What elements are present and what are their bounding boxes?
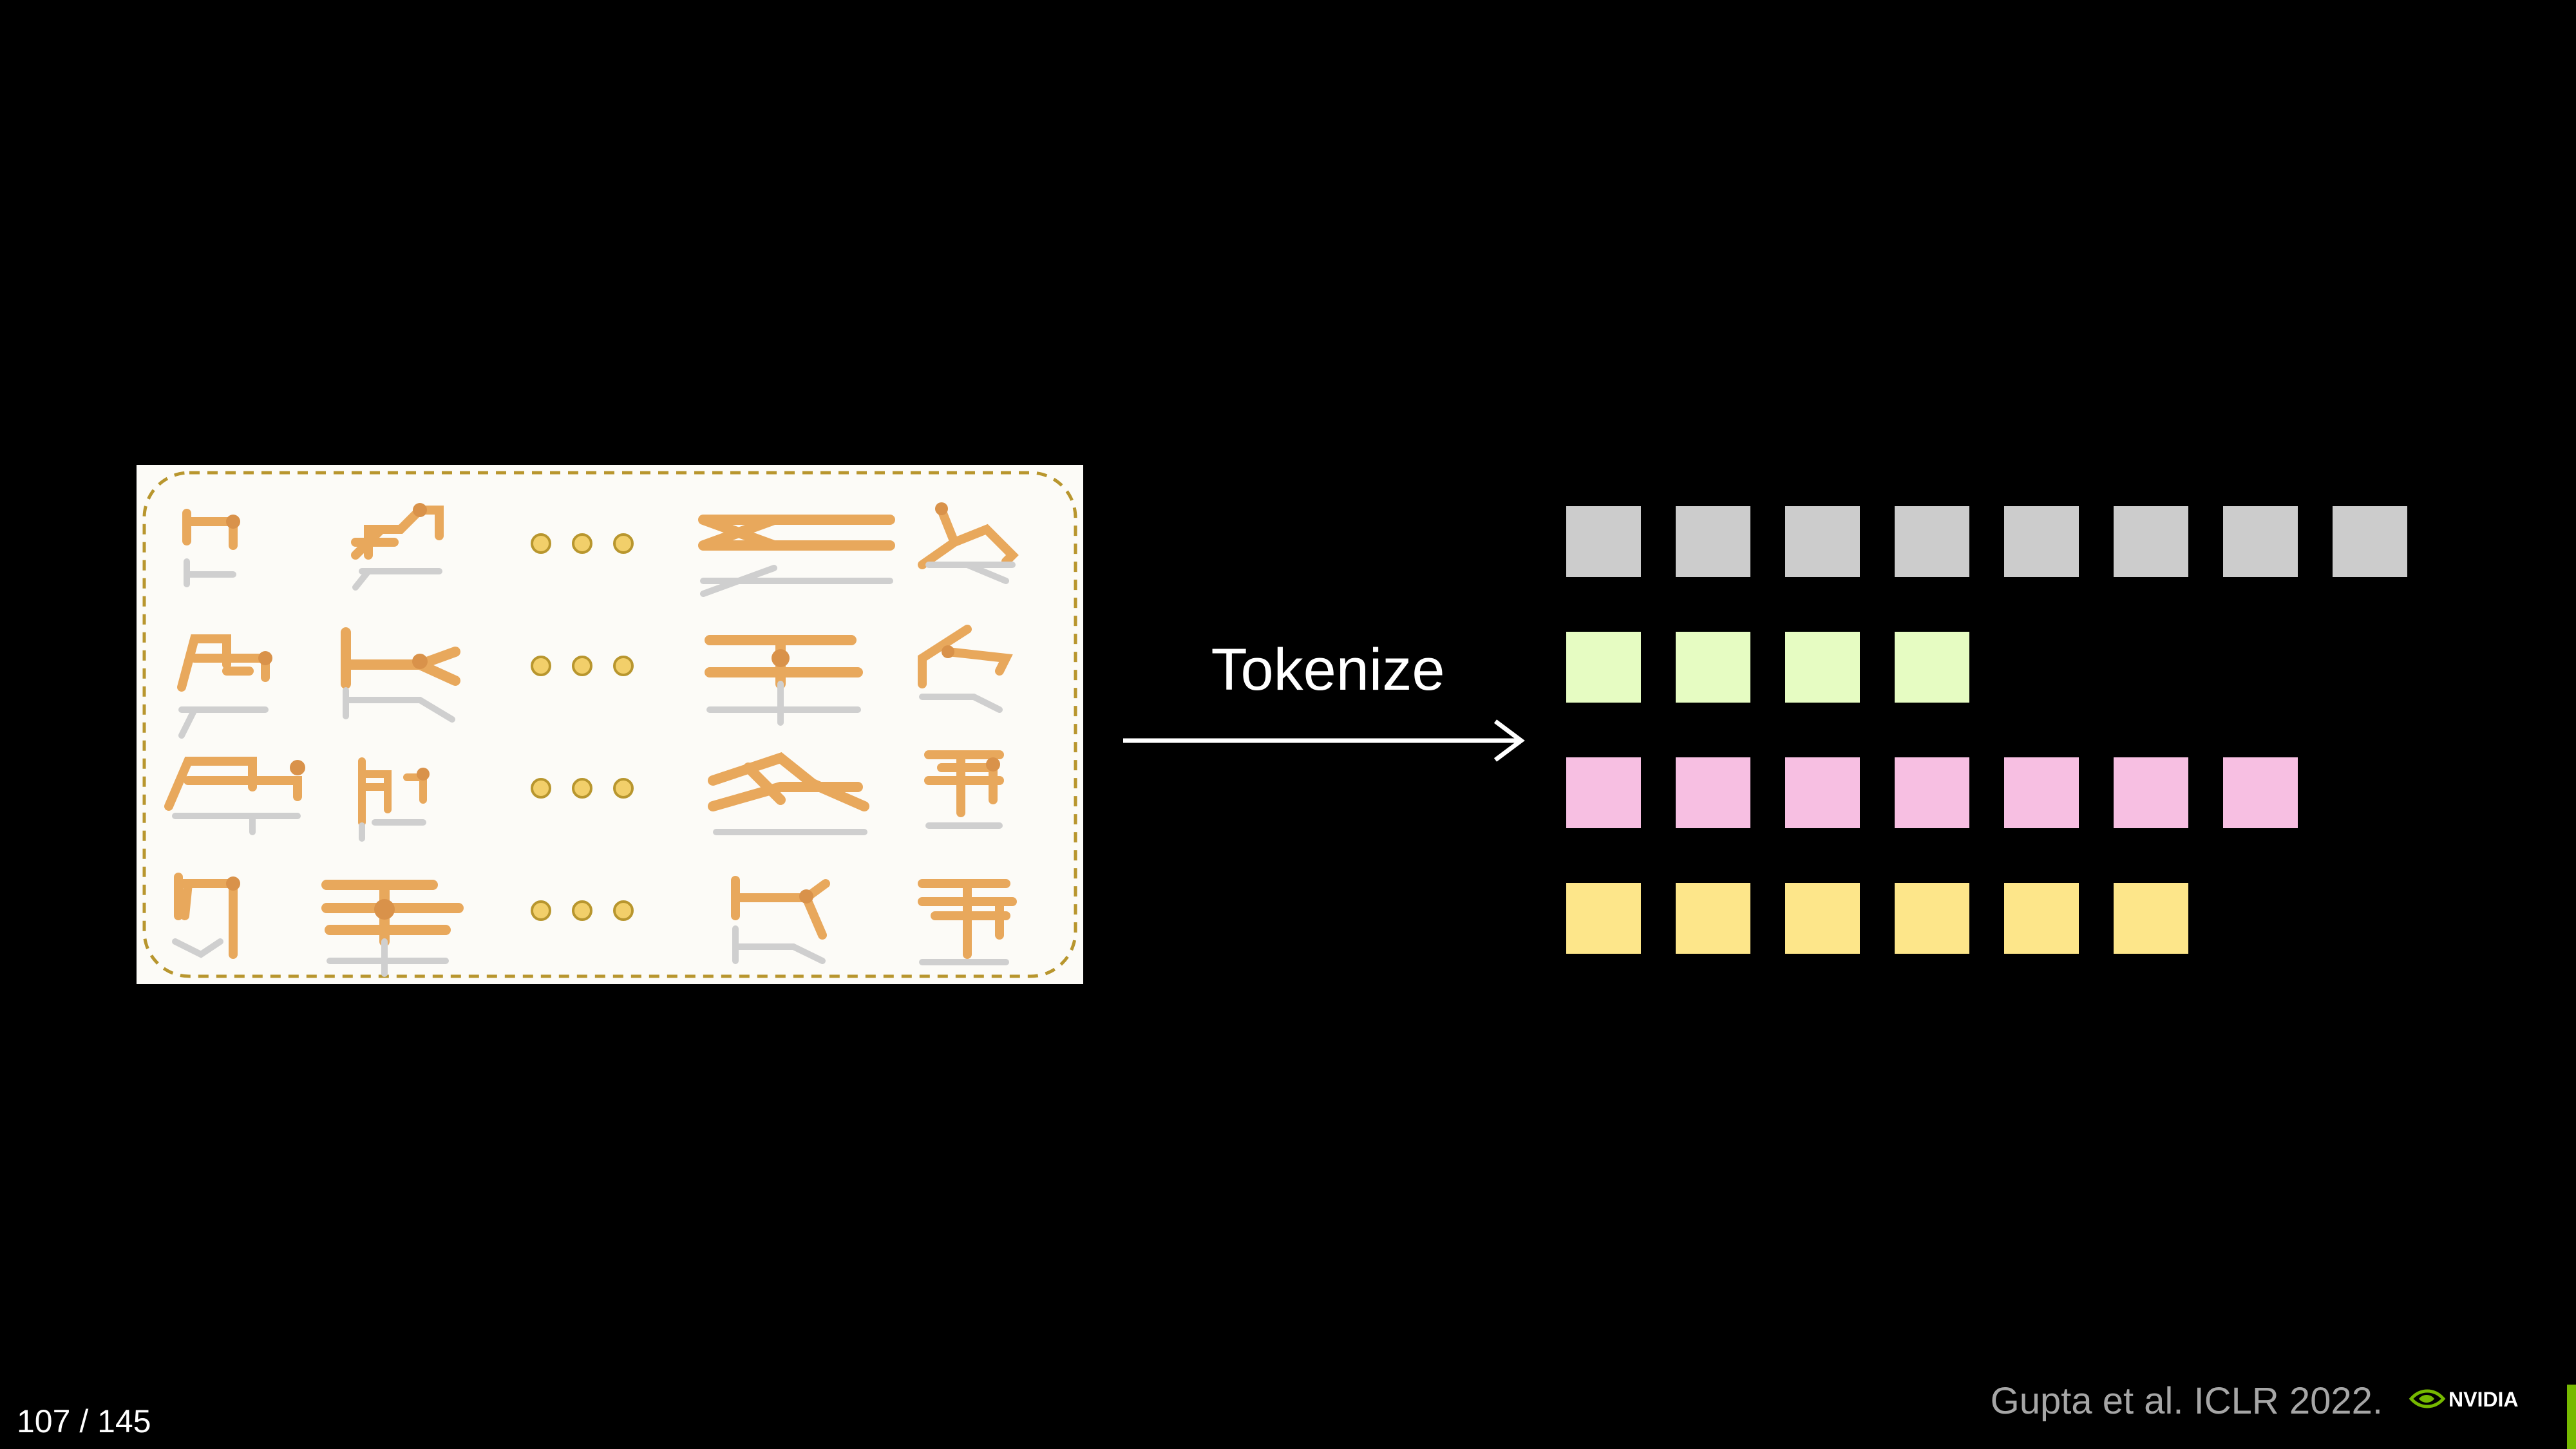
token: [2114, 883, 2188, 954]
token: [2114, 757, 2188, 828]
token: [1785, 632, 1860, 703]
token: [1676, 883, 1750, 954]
token: [2223, 757, 2298, 828]
token: [1785, 757, 1860, 828]
token: [2114, 506, 2188, 577]
robot-r1-c4: [698, 515, 895, 597]
robot-r3-c5: [924, 750, 1004, 829]
svg-text:NVIDIA: NVIDIA: [2448, 1388, 2518, 1411]
robot-r3-c4: [708, 752, 869, 835]
token-row-4: [1566, 883, 2223, 954]
token: [1676, 632, 1750, 703]
right-arrow-icon: [1123, 719, 1525, 762]
robot-r2-c4: [705, 635, 863, 726]
robot-r3-c1: [164, 757, 305, 835]
token: [1785, 506, 1860, 577]
token-row-1: [1566, 506, 2442, 577]
token: [1676, 506, 1750, 577]
robot-r2-c5: [918, 625, 1013, 713]
token: [1566, 883, 1641, 954]
robot-r1-c2: [351, 503, 444, 591]
token: [2004, 757, 2079, 828]
robot-r4-c5: [918, 879, 1017, 965]
token: [1895, 632, 1969, 703]
robot-r3-ellipsis: [531, 778, 634, 799]
token: [2004, 883, 2079, 954]
robot-r2-c2: [341, 627, 460, 723]
token-grid: [1566, 506, 2416, 957]
page-number: 107 / 145: [17, 1403, 151, 1439]
token: [1895, 506, 1969, 577]
token: [1566, 632, 1641, 703]
robot-r4-c2: [321, 880, 464, 977]
robot-r1-ellipsis: [531, 533, 634, 554]
token: [1895, 883, 1969, 954]
robot-r4-c4: [731, 876, 830, 964]
robot-morphology-grid: [142, 471, 1077, 978]
token: [2333, 506, 2407, 577]
robot-r4-ellipsis: [531, 900, 634, 921]
token: [1566, 506, 1641, 577]
token: [2223, 506, 2298, 577]
robot-morphology-figure: [137, 465, 1083, 984]
robot-r4-c1: [172, 873, 240, 959]
token-row-2: [1566, 632, 2004, 703]
nvidia-eye-icon: [2409, 1389, 2446, 1408]
token: [1785, 883, 1860, 954]
robot-r2-c1: [177, 634, 272, 739]
accent-bar: [2567, 1385, 2576, 1449]
token: [1895, 757, 1969, 828]
citation: Gupta et al. ICLR 2022.: [1990, 1380, 2383, 1422]
robot-r1-c1: [182, 509, 240, 587]
nvidia-logo: NVIDIA: [2409, 1388, 2518, 1411]
robot-r2-ellipsis: [531, 656, 634, 676]
token: [1566, 757, 1641, 828]
token-row-3: [1566, 757, 2333, 828]
robot-r1-c5: [918, 502, 1019, 584]
tokenize-label: Tokenize: [1211, 637, 1445, 703]
token: [2004, 506, 2079, 577]
robot-r3-c2: [358, 757, 430, 842]
token: [1676, 757, 1750, 828]
dashed-border: [142, 471, 1077, 978]
